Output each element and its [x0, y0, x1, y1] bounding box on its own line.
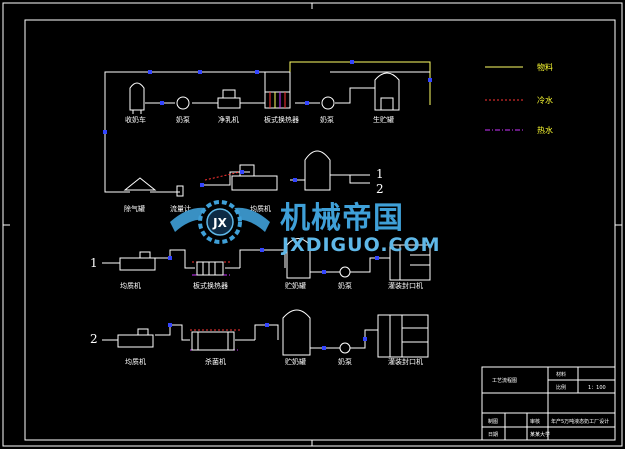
process-line-3: 1 均质机 板式换热器 贮奶罐 奶泵 灌装封口机 — [90, 238, 431, 290]
plate-heat-exchanger-3-icon — [196, 261, 224, 276]
watermark-logo: JX 机械帝国 JXDIGUO.COM — [170, 200, 441, 256]
milk-pump-icon — [176, 96, 190, 110]
legend-hot-water-label: 热水 — [537, 125, 553, 135]
logo-english-text: JXDIGUO.COM — [280, 234, 441, 256]
output-marker-2: 2 — [376, 182, 384, 196]
label-homogenizer-3: 均质机 — [120, 281, 141, 290]
label-homogenizer-line2: 均质机 — [250, 204, 271, 213]
plate-heat-exchanger-icon — [264, 91, 291, 109]
label-milk-pump-2: 奶泵 — [320, 115, 334, 124]
label-filling-sealing-machine-3: 灌装封口机 — [388, 281, 423, 290]
filling-sealing-machine-4-icon — [377, 314, 429, 358]
label-milk-storage-tank-3: 贮奶罐 — [285, 281, 306, 290]
label-plate-heat-exchanger-1: 板式换热器 — [264, 115, 299, 124]
label-homogenizer-4: 均质机 — [125, 357, 146, 366]
milk-truck-icon — [129, 82, 145, 111]
process-line-2: 1 2 除气罐 流量计 均质机 — [104, 140, 384, 213]
milk-pump-2-icon — [321, 96, 335, 110]
label-plate-heat-exchanger-3: 板式换热器 — [193, 281, 228, 290]
title-block-drawing-name: 工艺流程图 — [492, 377, 517, 384]
process-line-4: 2 均质机 杀菌机 贮奶罐 奶泵 灌装封口机 — [90, 309, 429, 366]
label-degassing-tank: 除气罐 — [124, 204, 145, 213]
title-block-material-label: 材料 — [556, 371, 566, 378]
legend-material-label: 物料 — [537, 62, 553, 72]
output-marker-1: 1 — [376, 167, 384, 181]
title-block-scale-label: 比例 — [556, 384, 566, 391]
raw-milk-tank-icon — [374, 72, 400, 111]
storage-tank-icon — [304, 150, 331, 191]
title-block-project: 年产5万吨液态奶工厂设计 — [551, 418, 609, 425]
title-block-scale-value: 1：100 — [588, 385, 606, 391]
label-milk-storage-tank-4: 贮奶罐 — [285, 357, 306, 366]
logo-badge-text: JX — [212, 216, 227, 230]
homogenizer-icon — [231, 175, 278, 191]
label-milk-truck: 收奶车 — [125, 115, 146, 124]
inner-frame — [24, 19, 616, 441]
flow-meter-icon — [176, 185, 184, 197]
title-block-checked-label: 审核 — [530, 418, 540, 425]
purifier-icon — [217, 97, 241, 109]
degassing-tank-icon — [123, 177, 157, 191]
milk-storage-tank-4-icon — [282, 309, 311, 356]
logo-chinese-text: 机械帝国 — [280, 201, 404, 236]
milk-pump-3-icon — [339, 266, 351, 278]
label-flow-meter: 流量计 — [170, 204, 191, 213]
legend-cold-water-label: 冷水 — [537, 95, 553, 105]
line-3-marker: 1 — [90, 256, 98, 270]
homogenizer-4-icon — [117, 334, 154, 348]
title-block: 工艺流程图 材料 比例 1：100 制图 审核 年产5万吨液态奶工厂设计 日期 … — [481, 366, 616, 441]
title-block-school: 某某大学 — [530, 431, 550, 438]
label-milk-pump-4: 奶泵 — [338, 357, 352, 366]
milk-pump-4-icon — [339, 342, 351, 354]
label-sterilizer: 杀菌机 — [205, 357, 226, 366]
label-milk-pump-1: 奶泵 — [176, 115, 190, 124]
process-line-1: 收奶车 奶泵 净乳机 板式换热器 奶泵 生贮罐 — [103, 60, 432, 140]
milk-storage-tank-3-icon — [286, 238, 311, 279]
label-raw-milk-tank: 生贮罐 — [373, 115, 394, 124]
legend: 物料 冷水 热水 — [485, 62, 553, 135]
filling-sealing-machine-3-icon — [389, 244, 431, 281]
sterilizer-icon — [191, 331, 235, 351]
title-block-drawn-label: 制图 — [488, 418, 498, 425]
title-block-date-label: 日期 — [488, 432, 498, 438]
label-milk-pump-3: 奶泵 — [338, 281, 352, 290]
line-4-marker: 2 — [90, 332, 98, 346]
label-purifier: 净乳机 — [218, 115, 239, 124]
label-filling-sealing-machine-4: 灌装封口机 — [388, 357, 423, 366]
homogenizer-3-icon — [119, 257, 156, 271]
